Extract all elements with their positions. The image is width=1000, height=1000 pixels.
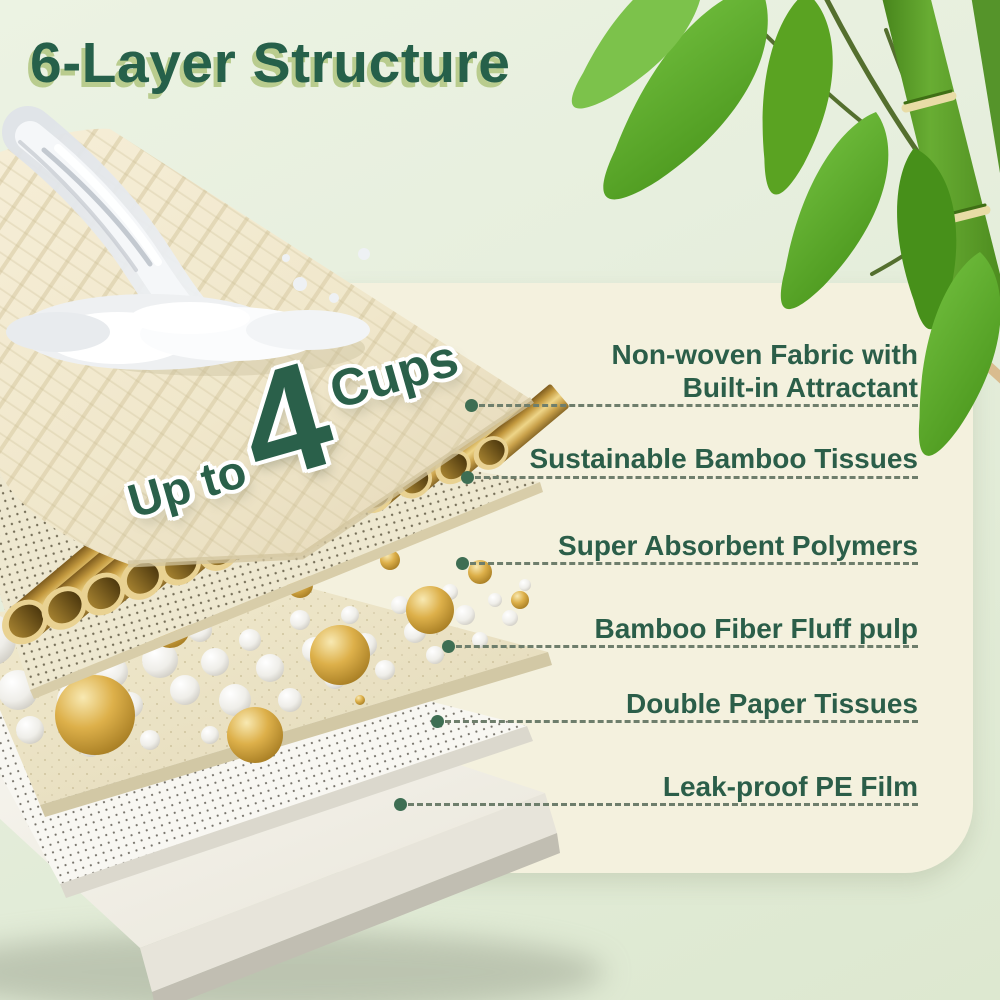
leader-dot-5: [431, 715, 444, 728]
leader-line-6: [394, 798, 918, 811]
page-title: 6-Layer Structure: [30, 31, 511, 95]
leader-dot-6: [394, 798, 407, 811]
layer-label-bamboo-tissues: Sustainable Bamboo Tissues: [529, 443, 919, 474]
leader-line-1: [465, 399, 918, 412]
leader-dot-4: [442, 640, 455, 653]
leader-line-3: [456, 557, 918, 570]
capacity-unit: Cups: [323, 328, 465, 421]
layer-label-paper-tissues: Double Paper Tissues: [625, 688, 918, 719]
leader-line-5: [431, 715, 918, 728]
leader-dot-2: [461, 471, 474, 484]
layer-label-pe-film: Leak-proof PE Film: [662, 771, 918, 802]
layer-label-fluff-pulp: Bamboo Fiber Fluff pulp: [594, 613, 918, 644]
leader-dot-1: [465, 399, 478, 412]
leader-line-2: [461, 471, 918, 484]
leader-dot-3: [456, 557, 469, 570]
layer-label-nonwoven: Non-woven Fabric with Built-in Attractan…: [611, 339, 918, 404]
water-splash: [2, 106, 370, 376]
leader-line-4: [442, 640, 918, 653]
layer-label-sap: Super Absorbent Polymers: [558, 530, 918, 561]
